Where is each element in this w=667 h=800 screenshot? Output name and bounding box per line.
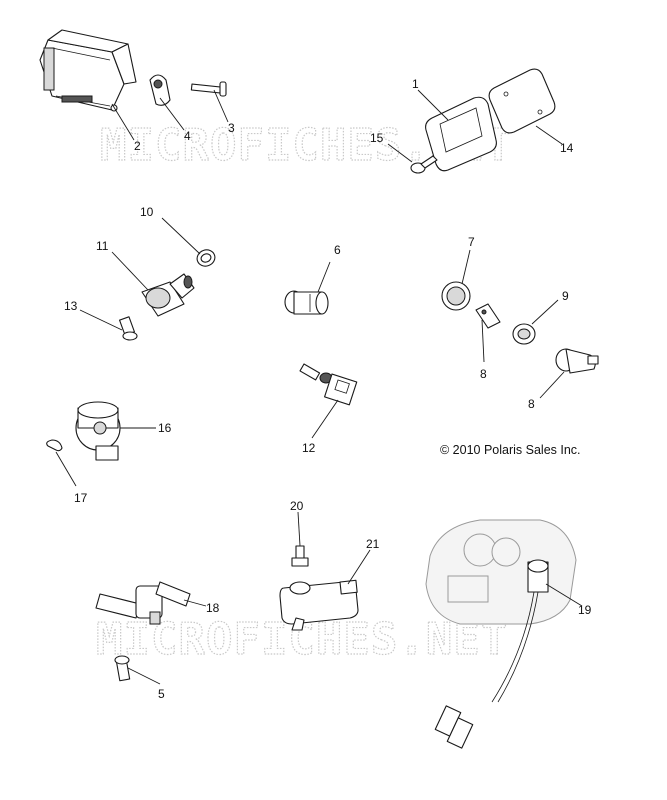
callout-21: 21 bbox=[366, 537, 380, 551]
part-5-bolt bbox=[114, 655, 131, 682]
part-15-rivet bbox=[410, 155, 438, 174]
part-9-grommet bbox=[512, 323, 536, 345]
part-10-oring bbox=[196, 249, 216, 267]
part-4-clamp bbox=[149, 74, 171, 106]
copyright-notice: © 2010 Polaris Sales Inc. bbox=[440, 443, 581, 457]
part-14-pad bbox=[488, 68, 556, 134]
callout-9: 9 bbox=[562, 289, 569, 303]
part-11-sensor bbox=[141, 273, 195, 317]
part-2-ecu-module bbox=[39, 29, 137, 112]
callout-17: 17 bbox=[74, 491, 88, 505]
callout-18: 18 bbox=[206, 601, 220, 615]
callout-20: 20 bbox=[290, 499, 304, 513]
callout-8a: 8 bbox=[480, 367, 487, 381]
callout-labels: 1 2 3 4 5 6 7 8 8 9 10 11 12 13 14 15 16… bbox=[64, 77, 592, 701]
callout-12: 12 bbox=[302, 441, 316, 455]
callout-10: 10 bbox=[140, 205, 154, 219]
callout-15: 15 bbox=[370, 131, 384, 145]
part-3-bolt bbox=[190, 81, 227, 97]
part-6-sensor bbox=[284, 290, 329, 315]
part-8-clip bbox=[475, 303, 501, 329]
callout-3: 3 bbox=[228, 121, 235, 135]
part-18-injector bbox=[95, 581, 191, 625]
callout-11: 11 bbox=[96, 239, 109, 253]
part-19-throttle-body bbox=[425, 519, 577, 749]
callout-19: 19 bbox=[578, 603, 592, 617]
part-7-cap bbox=[441, 281, 471, 311]
callout-6: 6 bbox=[334, 243, 341, 257]
part-12-temp-sensor bbox=[299, 363, 358, 406]
callout-8b: 8 bbox=[528, 397, 535, 411]
part-8-switch bbox=[555, 348, 599, 374]
part-20-bolt bbox=[291, 545, 309, 567]
leader-lines bbox=[55, 89, 583, 685]
part-16-knock-sensor bbox=[75, 401, 121, 461]
callout-16: 16 bbox=[158, 421, 172, 435]
callout-13: 13 bbox=[64, 299, 78, 313]
callout-5: 5 bbox=[158, 687, 165, 701]
part-17-clip bbox=[46, 439, 63, 452]
callout-2: 2 bbox=[134, 139, 141, 153]
part-21-map-sensor bbox=[279, 579, 359, 631]
part-13-bolt bbox=[119, 316, 138, 341]
callout-14: 14 bbox=[560, 141, 574, 155]
callout-4: 4 bbox=[184, 129, 191, 143]
callout-1: 1 bbox=[412, 77, 419, 91]
callout-7: 7 bbox=[468, 235, 475, 249]
